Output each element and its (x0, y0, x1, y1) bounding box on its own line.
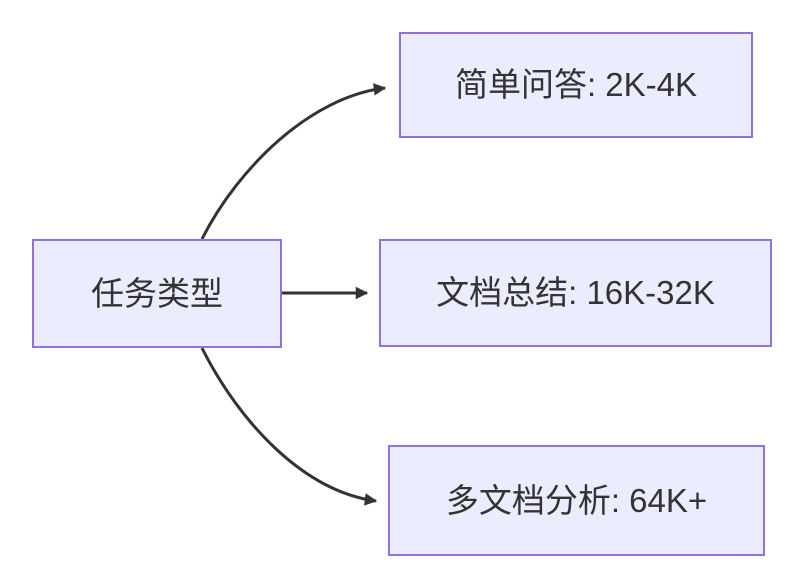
node-simple-qa-label: 简单问答: 2K-4K (454, 66, 698, 104)
node-task-type-label: 任务类型 (91, 274, 223, 312)
node-multi-doc: 多文档分析: 64K+ (388, 445, 765, 556)
edge-task-type-to-multi-doc (200, 347, 378, 506)
node-doc-summary: 文档总结: 16K-32K (379, 239, 772, 347)
node-doc-summary-label: 文档总结: 16K-32K (436, 274, 715, 312)
node-multi-doc-label: 多文档分析: 64K+ (445, 481, 708, 519)
node-task-type: 任务类型 (32, 239, 282, 348)
edge-task-type-to-simple-qa (200, 83, 387, 240)
node-simple-qa: 简单问答: 2K-4K (399, 32, 753, 138)
